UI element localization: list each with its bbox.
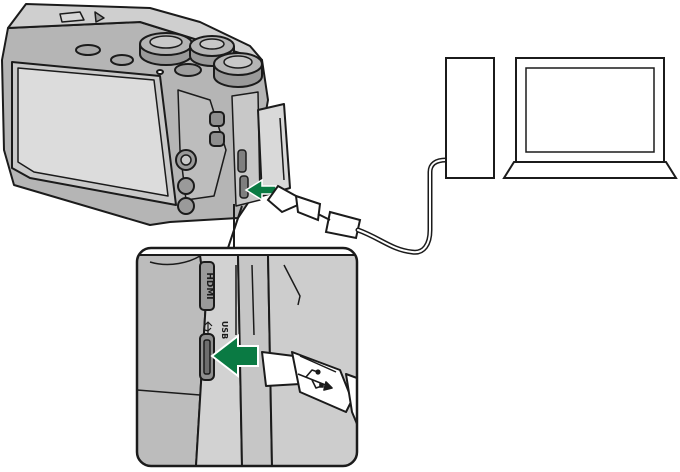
desktop-tower-icon	[445, 57, 495, 179]
menu-button	[177, 177, 195, 195]
q-button	[209, 131, 225, 147]
usb-port-label: USB	[220, 321, 229, 339]
computer	[445, 57, 678, 179]
hdmi-port-label: HDMI	[204, 272, 214, 299]
detail-inset: HDMI USB	[135, 246, 359, 468]
shutter-button	[75, 44, 101, 56]
callout-line	[227, 204, 243, 249]
af-l-button	[209, 111, 225, 127]
usb-port-icon	[203, 321, 213, 336]
usb-cable	[266, 157, 449, 255]
hdmi-port	[199, 261, 215, 311]
camera-port-area	[231, 91, 261, 207]
ferrite-core	[324, 210, 362, 240]
port-door	[257, 103, 291, 197]
compensation-dial	[213, 52, 263, 88]
disp-button	[177, 197, 195, 215]
usb-trident-icon	[297, 369, 333, 391]
exposure-dial	[139, 32, 193, 66]
laptop-icon	[502, 57, 678, 179]
insert-arrow	[210, 333, 259, 379]
camera	[1, 3, 291, 226]
usb-plug	[261, 351, 357, 425]
